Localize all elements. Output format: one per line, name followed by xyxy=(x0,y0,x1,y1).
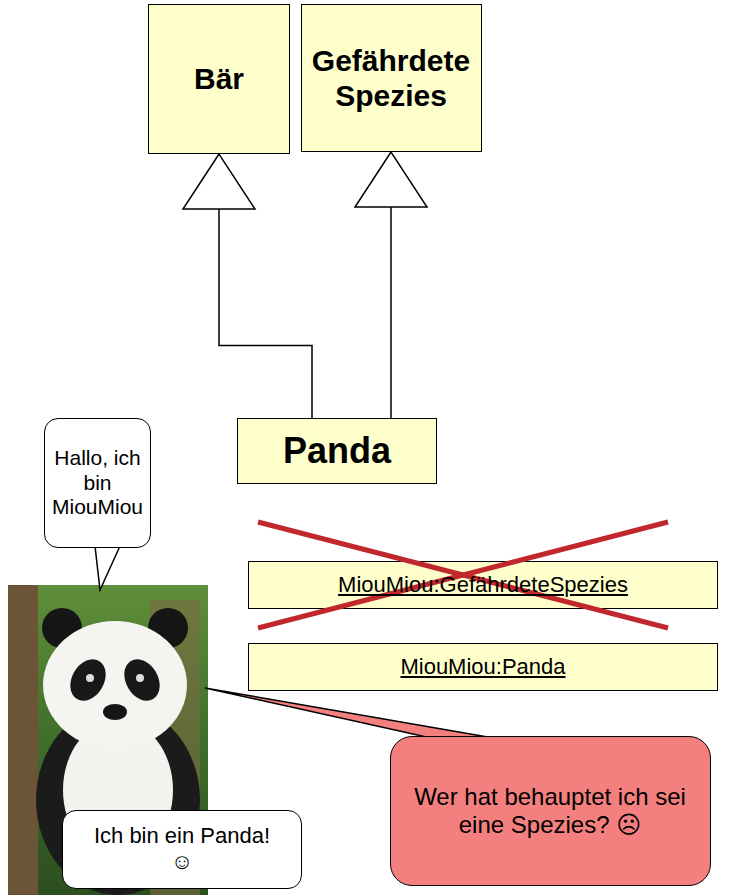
panda-eye xyxy=(86,674,94,682)
panda-eye-patch xyxy=(63,653,113,707)
tree-trunk xyxy=(8,585,38,895)
speech-bubble: Wer hat behauptet ich sei eine Spezies? … xyxy=(390,736,711,886)
panda-nose xyxy=(103,704,127,720)
bubble-tail xyxy=(95,546,120,590)
class-box: Gefährdete Spezies xyxy=(301,4,482,152)
inheritance-arrowhead xyxy=(355,152,427,207)
inheritance-arrowhead xyxy=(183,154,255,209)
cross-line xyxy=(258,522,668,628)
node-text: Hallo, ich bin MiouMiou xyxy=(49,446,146,520)
speech-bubble: Ich bin ein Panda! ☺ xyxy=(62,810,302,889)
node-text: Wer hat behauptet ich sei eine Spezies? … xyxy=(409,783,692,840)
inheritance-connector xyxy=(355,152,427,418)
connector-line xyxy=(390,207,392,418)
cross-line xyxy=(258,522,668,628)
object-box: MiouMiou:Panda xyxy=(248,643,718,691)
node-text: Bär xyxy=(194,61,244,96)
bubble-tail xyxy=(205,688,505,740)
node-text: Ich bin ein Panda! ☺ xyxy=(82,823,282,875)
node-text: Panda xyxy=(283,430,391,472)
panda-eye-patch xyxy=(117,653,167,707)
node-text: MiouMiou:GefährdeteSpezies xyxy=(338,572,628,598)
class-box: Panda xyxy=(237,418,437,484)
connector-line xyxy=(219,209,312,418)
panda-head xyxy=(43,621,187,749)
inheritance-connector xyxy=(183,154,312,418)
node-text: Gefährdete Spezies xyxy=(310,43,473,114)
speech-bubble: Hallo, ich bin MiouMiou xyxy=(44,418,151,548)
panda-eye xyxy=(136,674,144,682)
node-text: MiouMiou:Panda xyxy=(400,654,565,680)
class-box: Bär xyxy=(148,4,290,154)
